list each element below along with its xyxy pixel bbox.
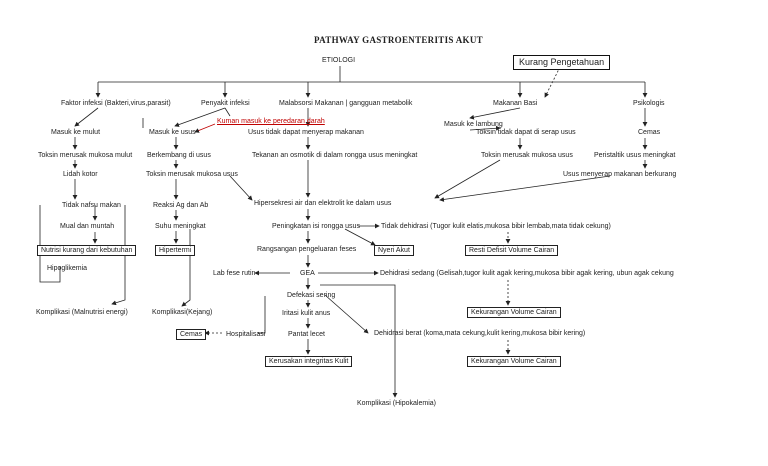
diagram-title: PATHWAY GASTROENTERITIS AKUT [314, 35, 483, 45]
node-kerusakan: Kerusakan integritas Kulit [265, 356, 353, 367]
connector-38 [434, 159, 501, 199]
node-peningkatan: Peningkatan isi rongga usus [272, 223, 360, 230]
node-toksin-tidak-diserap: Toksin tidak dapat di serap usus [476, 129, 576, 136]
connector-16 [111, 205, 126, 306]
node-kekurangan-1: Kekurangan Volume Cairan [467, 307, 561, 318]
node-toksin-usus-left: Toksin merusak mukosa usus [146, 171, 238, 178]
node-tidak-nafsu: Tidak nafsu makan [62, 202, 121, 209]
node-komplikasi-hipokalemia: Komplikasi (Hipokalemia) [357, 400, 436, 407]
node-dehidrasi-sedang: Dehidrasi sedang (Gelisah,tugor kulit ag… [380, 270, 674, 277]
node-usus-menyerap: Usus menyerap makanan berkurang [563, 171, 677, 178]
node-komplikasi-malnutrisi: Komplikasi (Malnutrisi energi) [36, 309, 128, 316]
node-dehidrasi-berat: Dehidrasi berat (koma,mata cekung,kulit … [374, 330, 586, 337]
node-kuman-masuk: Kuman masuk ke peredaran darah [217, 118, 325, 125]
node-kurang-pengetahuan: Kurang Pengetahuan [513, 55, 611, 70]
connector-56 [320, 284, 398, 398]
node-berkembang: Berkembang di usus [147, 152, 211, 159]
node-rangsangan: Rangsangan pengeluaran feses [257, 246, 357, 253]
node-nyeri-akut: Nyeri Akut [374, 245, 414, 256]
node-iritasi: Iritasi kulit anus [282, 310, 331, 317]
connector-40 [469, 107, 521, 120]
node-hipersekresi: Hipersekresi air dan elektrolit ke dalam… [254, 200, 392, 207]
node-masuk-usus: Masuk ke usus [149, 129, 196, 136]
node-tidak-dehidrasi: Tidak dehidrasi (Tugor kulit elatis,muko… [381, 223, 611, 230]
node-peristaltik: Peristaltik usus meningkat [594, 152, 676, 159]
connector-37 [229, 175, 253, 201]
connector-15 [39, 205, 61, 283]
node-defekasi: Defekasi sering [287, 292, 336, 299]
node-resti: Resti Defisit Volume Cairan [465, 245, 559, 256]
node-hipoglikemia: Hipoglikemia [47, 265, 88, 272]
node-gea: GEA [300, 270, 315, 277]
connector-9 [74, 107, 99, 127]
node-tekanan-osmotik: Tekanan an osmotik di dalam rongga usus … [252, 152, 418, 159]
node-cemas-psiko: Cemas [638, 129, 661, 136]
connector-19 [224, 107, 231, 117]
connector-52 [258, 296, 266, 334]
connector-47 [344, 228, 376, 246]
node-hipertermi: Hipertermi [155, 245, 196, 256]
node-toksin-mulut: Toksin merusak mukosa mulut [38, 152, 133, 159]
connector-41 [469, 125, 501, 131]
node-usus-tidak-dapat: Usus tidak dapat menyerap makanan [248, 129, 364, 136]
node-pantat-lecet: Pantat lecet [288, 331, 325, 338]
node-reaksi-ag: Reaksi Ag dan Ab [153, 202, 209, 209]
node-mual: Mual dan muntah [60, 223, 115, 230]
connector-39 [439, 175, 611, 202]
node-makanan-basi: Makanan Basi [493, 100, 538, 107]
connector-26 [194, 123, 216, 133]
node-nutrisi: Nutrisi kurang dari kebutuhan [37, 245, 137, 256]
node-kekurangan-2: Kekurangan Volume Cairan [467, 356, 561, 367]
node-faktor-infeksi: Faktor infeksi (Bakteri,virus,parasit) [61, 100, 171, 107]
node-masuk-mulut: Masuk ke mulut [51, 129, 101, 136]
node-cemas-box: Cemas [176, 329, 207, 340]
connector-54 [324, 294, 369, 334]
node-malabsorsi: Malabsorsi Makanan | gangguan metabolik [279, 100, 413, 107]
node-masuk-lambung: Masuk ke lambung [444, 121, 503, 128]
node-lidah-kotor: Lidah kotor [63, 171, 98, 178]
connector-25 [181, 229, 191, 307]
connector-18 [174, 107, 226, 127]
node-suhu: Suhu meningkat [155, 223, 206, 230]
node-penyakit-infeksi: Penyakit infeksi [201, 100, 250, 107]
node-hospitalisasi: Hospitalisasi [226, 331, 266, 338]
node-lab-fese: Lab fese rutin [213, 270, 256, 277]
node-komplikasi-kejang: Komplikasi(Kejang) [152, 309, 213, 316]
connector-8 [544, 66, 561, 98]
node-psikologis: Psikologis [633, 100, 665, 107]
node-etiologi: ETIOLOGI [322, 57, 356, 64]
node-toksin-usus-right: Toksin merusak mukosa usus [481, 152, 573, 159]
